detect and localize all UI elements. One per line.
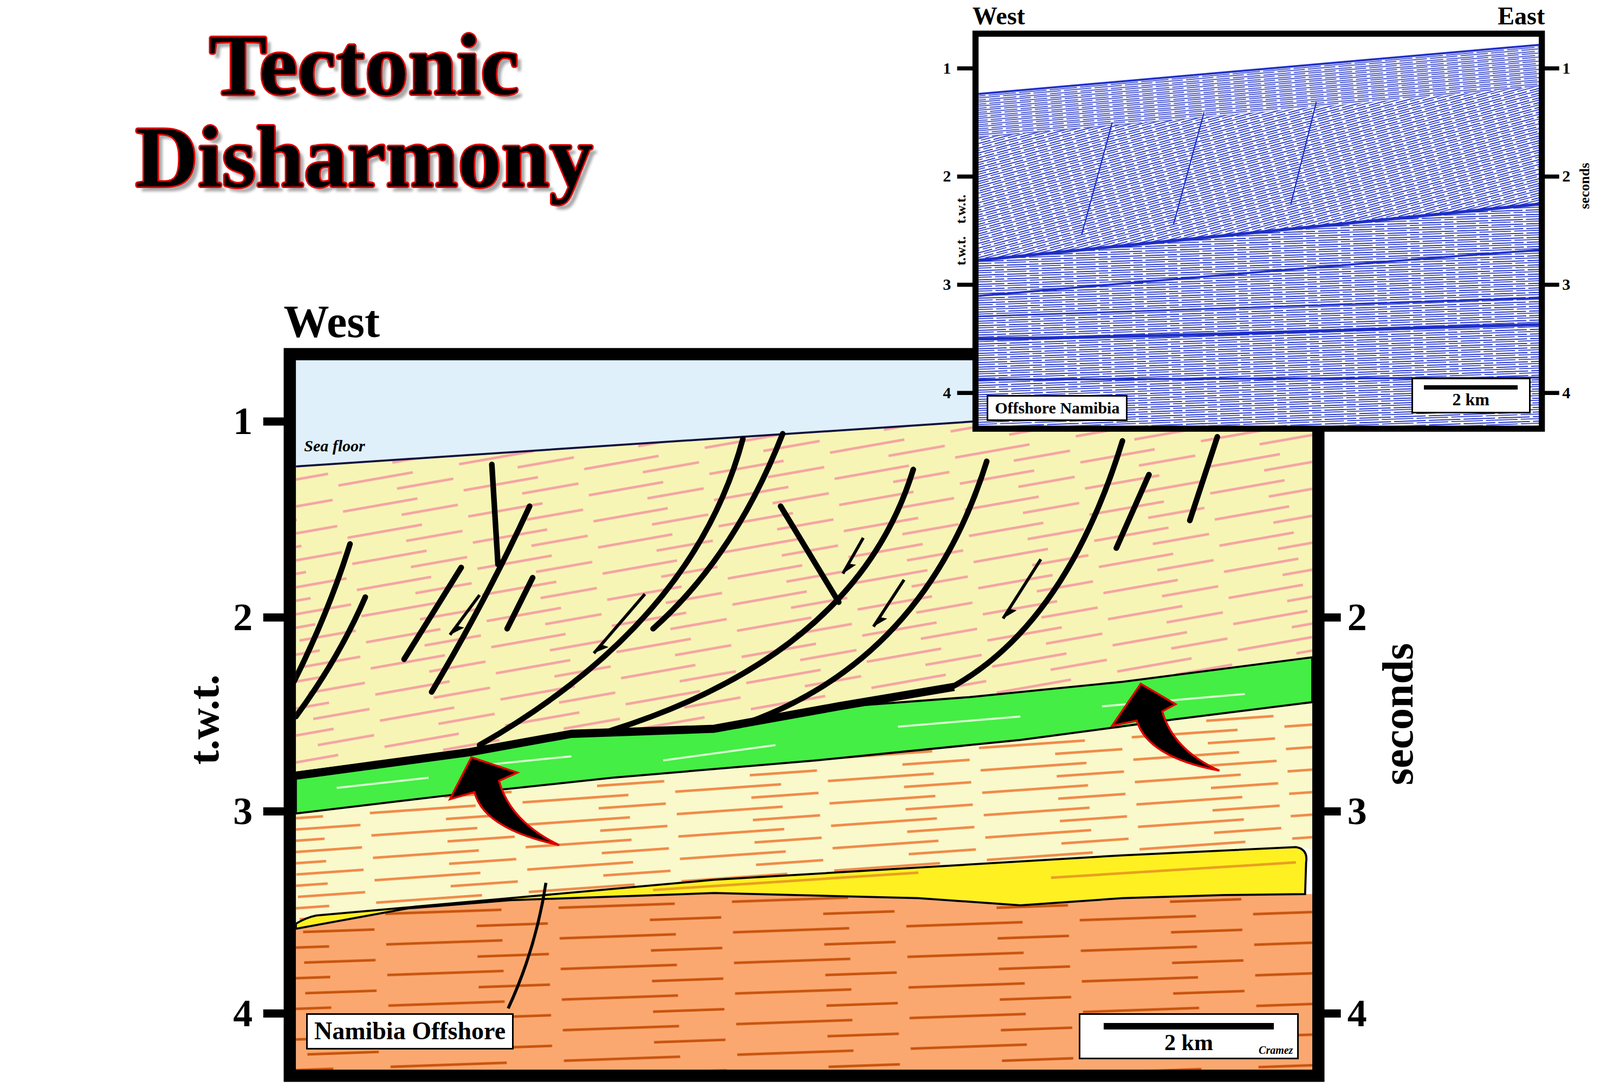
- axis-number: 3: [1562, 275, 1571, 295]
- seismic-image: [978, 204, 1539, 261]
- section-panel: WestNamibia Offshore2 kmCramez: [289, 354, 1319, 1076]
- seismic-image: [978, 324, 1539, 339]
- normal-fault: [1116, 474, 1149, 549]
- seismic-frame: [975, 33, 1542, 429]
- section-frame: [289, 354, 1319, 1077]
- normal-fault: [1189, 436, 1218, 521]
- direction-label: East: [1497, 2, 1545, 31]
- axis-tick: [263, 1009, 290, 1018]
- basement-fault: [508, 882, 547, 1009]
- axis-tick: [263, 613, 290, 622]
- normal-fault: [295, 543, 351, 682]
- axis-title: seconds: [1577, 162, 1592, 209]
- axis-title: t.w.t.: [954, 236, 969, 266]
- seismic-image: [978, 250, 1539, 297]
- axis-tick: [1318, 807, 1341, 816]
- axis-tick: [1318, 613, 1341, 622]
- slip-arrow: [843, 538, 864, 574]
- salt-flow-arrow: [450, 683, 1220, 846]
- yellow-layer: [295, 846, 1307, 929]
- seismic-image: [978, 44, 1539, 94]
- scale-bar: [1103, 1022, 1275, 1029]
- normal-fault: [491, 464, 498, 565]
- label-box: Offshore Namibia: [986, 394, 1128, 422]
- axis-number: 3: [942, 275, 951, 295]
- axis-tick: [957, 174, 976, 179]
- yellow-strata: [652, 862, 1296, 891]
- basement-strata: [295, 892, 1313, 1070]
- scale-box: 2 kmCramez: [1078, 1013, 1300, 1060]
- diagram-title: Tectonic Disharmony: [66, 18, 663, 204]
- slip-arrow: [1002, 559, 1041, 619]
- normal-fault: [295, 597, 366, 717]
- normal-fault: [295, 433, 1218, 746]
- axis-number: 1: [232, 398, 253, 444]
- axis-tick: [1542, 174, 1560, 179]
- salt-flow-arrow: [450, 757, 560, 846]
- slip-arrow: [593, 593, 645, 653]
- seismic-image: [978, 44, 1539, 426]
- seismic-image: [978, 204, 1539, 426]
- normal-fault: [404, 567, 462, 660]
- axis-number: 1: [1562, 59, 1571, 79]
- axis-number: 4: [232, 990, 253, 1036]
- axis-number: 2: [232, 594, 253, 640]
- axis-tick: [1542, 282, 1560, 288]
- seismic-image: [1081, 101, 1317, 235]
- direction-label: West: [972, 2, 1026, 31]
- slip-arrow: [450, 594, 481, 635]
- salt-layer: [295, 657, 1313, 814]
- normal-fault: [954, 441, 1123, 686]
- scale-box: 2 km: [1411, 377, 1531, 414]
- axis-tick: [263, 417, 1342, 1018]
- normal-fault: [431, 506, 530, 692]
- axis-number: 4: [942, 383, 951, 403]
- seismic-panel: WestEastOffshore Namibia2 km: [975, 33, 1542, 429]
- axis-number: 3: [232, 788, 253, 834]
- axis-number: 2: [1347, 594, 1368, 640]
- axis-title: seconds: [1376, 643, 1420, 786]
- slip-arrow: [873, 579, 904, 627]
- axis-tick: [957, 66, 1560, 395]
- direction-label: West: [283, 295, 380, 349]
- axis-number: 2: [942, 166, 951, 186]
- section-fill: [295, 360, 1313, 1070]
- author-credit: Cramez: [1258, 1044, 1293, 1057]
- sea-floor-label: Sea floor: [303, 436, 366, 456]
- label-box: Namibia Offshore: [306, 1013, 514, 1050]
- axis-number: 1: [942, 59, 951, 79]
- axis-tick: [1542, 66, 1560, 71]
- axis-tick: [957, 282, 976, 288]
- seismic-image: [978, 298, 1539, 317]
- axis-number: 4: [1347, 990, 1368, 1036]
- section-name: Namibia Offshore: [314, 1016, 506, 1046]
- scale-text: 2 km: [1419, 389, 1523, 410]
- detachment: [295, 687, 955, 776]
- normal-fault: [780, 506, 839, 602]
- axis-number: 4: [1562, 383, 1571, 403]
- axis-tick: [263, 807, 290, 816]
- axis-tick: [1318, 1009, 1341, 1018]
- axis-tick: [957, 390, 976, 395]
- basement: [295, 892, 1313, 1070]
- normal-fault: [479, 438, 743, 746]
- salt-flow-arrow: [1112, 683, 1220, 771]
- axis-tick: [957, 66, 976, 71]
- axis-title: t.w.t.: [182, 674, 226, 765]
- normal-fault: [610, 469, 913, 731]
- scale-bar: [1423, 385, 1518, 390]
- section-name: Offshore Namibia: [994, 398, 1120, 418]
- axis-tick: [263, 417, 290, 426]
- axis-number: 3: [1347, 788, 1368, 834]
- normal-fault: [507, 577, 533, 629]
- slip-arrow: [450, 538, 1041, 654]
- axis-title: t.w.t.: [954, 194, 969, 224]
- normal-fault: [652, 433, 783, 630]
- axis-tick: [1542, 390, 1560, 395]
- axis-number: 2: [1562, 166, 1571, 186]
